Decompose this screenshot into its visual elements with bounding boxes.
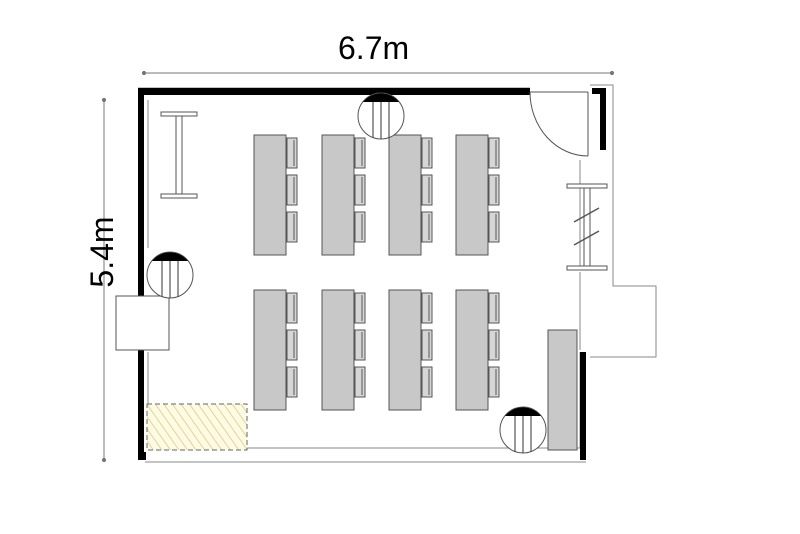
whiteboard-left: [160, 111, 198, 199]
chair: [354, 137, 366, 169]
chair: [421, 137, 433, 169]
chair: [488, 329, 500, 361]
hatched-area: [146, 403, 248, 451]
chair: [354, 366, 366, 398]
chair: [421, 366, 433, 398]
chair: [421, 211, 433, 243]
chair: [286, 137, 298, 169]
chair: [421, 329, 433, 361]
table: [321, 289, 355, 411]
walls: [138, 88, 606, 460]
chair: [421, 292, 433, 324]
height-dimension: [101, 97, 107, 463]
chair: [354, 292, 366, 324]
pillar-left: [115, 295, 170, 351]
table-layout: [253, 134, 500, 411]
table: [388, 134, 422, 256]
speaker-left: [146, 251, 194, 299]
table: [253, 289, 287, 411]
chair: [286, 366, 298, 398]
window-right: [566, 183, 608, 271]
table: [455, 289, 489, 411]
chair: [488, 366, 500, 398]
chair: [286, 292, 298, 324]
chair: [286, 174, 298, 206]
chair: [354, 174, 366, 206]
speaker-top: [357, 92, 405, 140]
width-dimension: [141, 70, 615, 76]
chair: [488, 137, 500, 169]
chair: [354, 329, 366, 361]
chair: [421, 174, 433, 206]
table: [253, 134, 287, 256]
cabinet-right: [547, 329, 578, 451]
chair: [488, 211, 500, 243]
table: [388, 289, 422, 411]
table: [455, 134, 489, 256]
chair: [488, 292, 500, 324]
chair: [354, 211, 366, 243]
chair: [286, 329, 298, 361]
width-label: 6.7m: [338, 30, 410, 66]
chair: [488, 174, 500, 206]
chair: [286, 211, 298, 243]
table: [321, 134, 355, 256]
speaker-bottom: [499, 406, 547, 454]
door: [529, 91, 589, 157]
height-label: 5.4m: [84, 216, 120, 288]
